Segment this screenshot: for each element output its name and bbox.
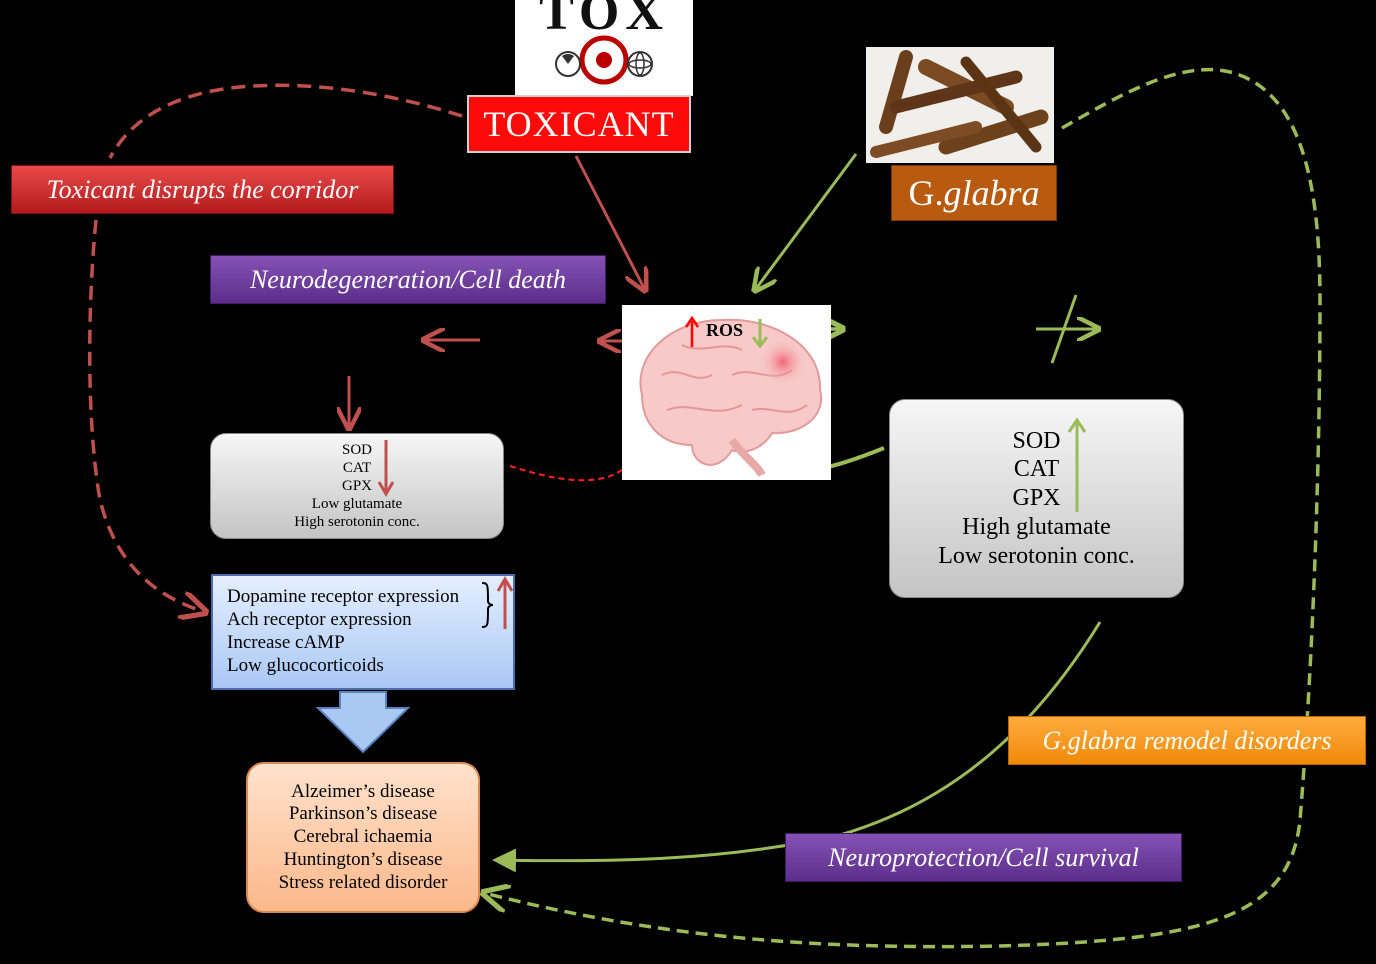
neuroprotection-label: Neuroprotection/Cell survival: [785, 833, 1182, 882]
toxicant-label: TOXICANT: [467, 95, 691, 153]
receptor-box: Dopamine receptor expression Ach recepto…: [211, 574, 515, 690]
receptor-item: Low glucocorticoids: [227, 654, 384, 676]
toxicant-disrupts-label: Toxicant disrupts the corridor: [11, 165, 394, 214]
toxic-logo-image: TOX: [515, 0, 693, 96]
left-marker: CAT: [342, 460, 372, 476]
right-markers-up-arrow: [1067, 418, 1087, 512]
disease-item: Stress related disorder: [278, 871, 448, 893]
licorice-root-image: [866, 47, 1054, 163]
disease-item: Parkinson’s disease: [288, 803, 438, 825]
neurodegeneration-label: Neurodegeneration/Cell death: [210, 255, 606, 304]
left-markers-box: SOD CAT GPX Low glutamate High serotonin…: [210, 433, 504, 539]
glabra-label: G.glabra: [891, 165, 1057, 221]
glabra-name: glabra: [943, 173, 1040, 213]
right-markers-box: SOD CAT GPX High glutamate Low serotonin…: [889, 399, 1184, 598]
receptor-brace-up-arrow: [481, 576, 514, 629]
ros-indicator: [684, 315, 769, 349]
left-marker: High serotonin conc.: [294, 514, 420, 530]
disease-item: Cerebral ichaemia: [293, 826, 433, 848]
right-marker: SOD: [1012, 427, 1061, 454]
licorice-sticks-icon: [866, 47, 1054, 163]
disease-item: Huntington’s disease: [283, 848, 443, 870]
block-slash: [1050, 294, 1078, 364]
ros-label: ROS: [706, 320, 744, 340]
glabra-remodel-label: G.glabra remodel disorders: [1008, 716, 1366, 765]
toxicant-dashed-path: [108, 83, 463, 159]
right-marker: CAT: [1013, 456, 1060, 483]
receptor-item: Dopamine receptor expression: [227, 586, 460, 608]
corridor-dashed-path: [87, 219, 205, 612]
diseases-box: Alzeimer’s disease Parkinson’s disease C…: [246, 762, 480, 913]
left-markers-down-arrow: [377, 440, 395, 497]
receptor-item: Ach receptor expression: [227, 609, 412, 631]
right-marker: High glutamate: [962, 513, 1111, 540]
tox-logo-text: TOX: [539, 0, 669, 41]
brain-image: [622, 305, 831, 480]
glabra-prefix: G.: [908, 173, 944, 213]
glabra-to-ros-arrow: [755, 153, 858, 290]
disease-item: Alzeimer’s disease: [291, 780, 435, 802]
right-marker: Low serotonin conc.: [938, 542, 1135, 569]
left-marker: SOD: [341, 442, 372, 458]
left-marker: Low glutamate: [311, 496, 403, 512]
receptor-item: Increase cAMP: [227, 632, 345, 653]
left-marker: GPX: [341, 478, 372, 494]
big-down-arrow: [315, 691, 411, 754]
right-marker: GPX: [1012, 485, 1061, 512]
hazard-symbols-icon: [555, 35, 653, 85]
toxicant-to-ros-arrow: [574, 155, 645, 290]
brain-icon: [639, 318, 823, 478]
